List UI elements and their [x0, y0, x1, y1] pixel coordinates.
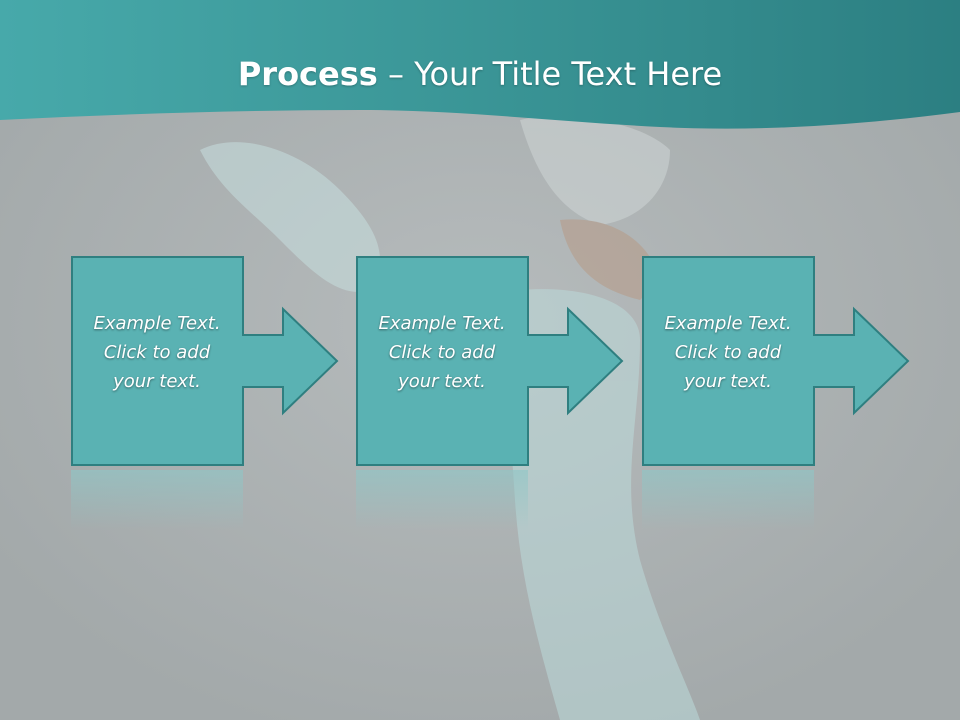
title-bold-part: Process — [237, 55, 378, 93]
step-text-line: Click to add — [103, 342, 211, 363]
step-text-line: Click to add — [674, 342, 782, 363]
step-text[interactable]: Example Text. Click to add your text. — [356, 309, 528, 396]
step-text[interactable]: Example Text. Click to add your text. — [71, 309, 243, 396]
step-text[interactable]: Example Text. Click to add your text. — [642, 309, 814, 396]
process-step-1[interactable]: Example Text. Click to add your text. — [71, 255, 341, 467]
step-text-line: Example Text. — [378, 313, 506, 334]
step-reflection — [356, 470, 528, 530]
slide-title[interactable]: Process – Your Title Text Here — [0, 52, 960, 96]
step-arrow-shape — [356, 256, 624, 466]
step-arrow-shape — [71, 256, 339, 466]
step-text-line: your text. — [684, 371, 772, 392]
dancer-photo-silhouette — [200, 116, 700, 720]
step-arrow-shape — [642, 256, 910, 466]
header-wave — [0, 0, 960, 129]
step-text-line: your text. — [113, 371, 201, 392]
step-reflection — [71, 470, 243, 530]
step-text-line: Example Text. — [93, 313, 221, 334]
process-step-2[interactable]: Example Text. Click to add your text. — [356, 255, 626, 467]
step-reflection — [642, 470, 814, 530]
step-text-line: Click to add — [388, 342, 496, 363]
process-step-3[interactable]: Example Text. Click to add your text. — [642, 255, 912, 467]
title-regular-part: – Your Title Text Here — [377, 55, 723, 93]
step-text-line: Example Text. — [664, 313, 792, 334]
step-text-line: your text. — [398, 371, 486, 392]
